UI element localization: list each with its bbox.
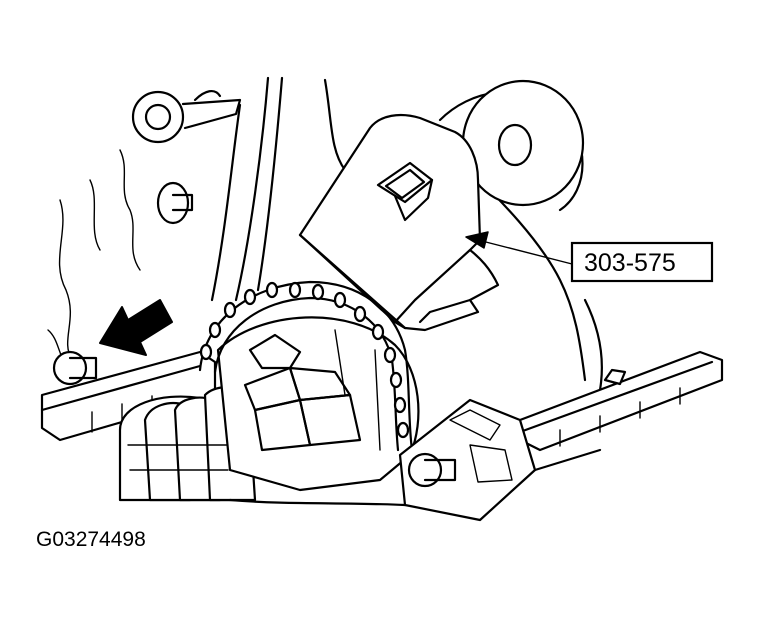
- lower-edge-outline: [228, 448, 602, 507]
- lower-right-bearing-block: [398, 398, 537, 522]
- square-drive-hole: [376, 161, 434, 222]
- engine-block-outline: [47, 76, 603, 392]
- lower-left-bolt: [52, 350, 98, 386]
- left-pin-boss: [156, 181, 194, 225]
- rotation-arrow-icon: [99, 299, 173, 356]
- figure-id: G03274498: [36, 528, 146, 551]
- holding-tool: [298, 113, 500, 332]
- timing-chain: [198, 280, 414, 452]
- upper-left-boss: [131, 90, 242, 144]
- camshaft: [118, 386, 257, 502]
- right-head-rail: [518, 350, 724, 452]
- callout-box: 303-575: [570, 241, 714, 283]
- chain-links: [199, 281, 410, 439]
- upper-right-washer: [461, 79, 585, 207]
- callout-label: 303-575: [584, 249, 676, 277]
- camshaft-sprocket: [216, 316, 420, 492]
- leader-arrow-icon: [465, 231, 573, 265]
